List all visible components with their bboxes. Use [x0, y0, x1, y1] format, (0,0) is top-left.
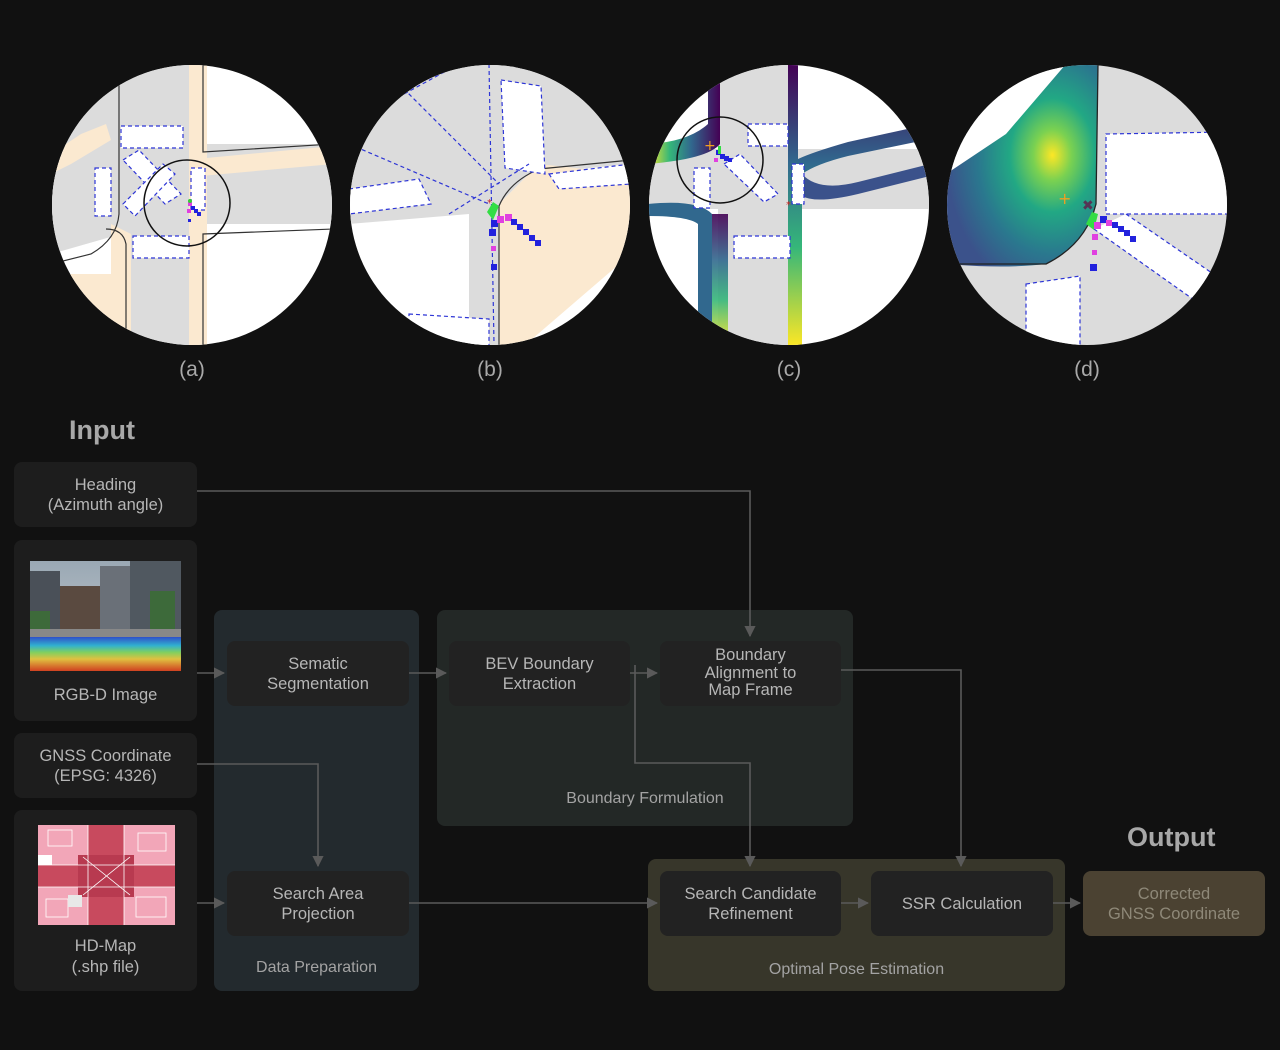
arrow-alignment-to-ssr — [841, 669, 967, 868]
svg-text:+: + — [1058, 189, 1071, 208]
semantic-segmentation-label: Sematic Segmentation — [267, 654, 369, 693]
svg-text:*: * — [786, 200, 791, 211]
boundary-formulation-label: Boundary Formulation — [566, 790, 724, 807]
input-title: Input — [69, 415, 135, 445]
hdmap-input-label: HD-Map (.shp file) — [71, 937, 140, 976]
ssr-calculation-box: SSR Calculation — [871, 871, 1053, 936]
hdmap-thumbnail — [38, 825, 175, 925]
output-title: Output — [1127, 822, 1216, 852]
boundary-alignment-box: Boundary Alignment to Map Frame — [660, 641, 841, 706]
corrected-gnss-output-box: Corrected GNSS Coordinate — [1083, 871, 1265, 936]
map-view-a — [52, 65, 332, 345]
panel-label-a: (a) — [179, 358, 205, 381]
map-panel-a — [51, 64, 333, 346]
map-view-b: * — [350, 65, 630, 345]
corrected-gnss-output-label: Corrected GNSS Coordinate — [1107, 884, 1241, 923]
data-preparation-label: Data Preparation — [256, 959, 377, 976]
optimal-pose-estimation-label: Optimal Pose Estimation — [768, 961, 945, 978]
search-area-projection-box: Search Area Projection — [227, 871, 409, 936]
panel-label-c: (c) — [776, 358, 802, 381]
rgbd-input-box: RGB-D Image — [14, 540, 197, 721]
arrow-gnss-to-search-area — [197, 763, 324, 868]
panel-label-d: (d) — [1074, 358, 1100, 381]
semantic-segmentation-box: Sematic Segmentation — [227, 641, 409, 706]
rgbd-thumbnail — [30, 561, 181, 671]
map-view-d: + ✖ — [947, 65, 1227, 345]
map-panel-c: + * — [648, 64, 930, 346]
arrow-bev-to-refinement — [634, 665, 756, 868]
map-panel-b: * — [349, 64, 631, 346]
svg-text:*: * — [487, 198, 492, 209]
bev-boundary-extraction-box: BEV Boundary Extraction — [449, 641, 630, 706]
ssr-calculation-label: SSR Calculation — [901, 894, 1023, 913]
panel-label-b: (b) — [477, 358, 503, 381]
search-candidate-refinement-box: Search Candidate Refinement — [660, 871, 841, 936]
heading-input-label: Heading (Azimuth angle) — [47, 475, 164, 514]
svg-text:✖: ✖ — [1082, 198, 1094, 214]
search-candidate-refinement-label: Search Candidate Refinement — [684, 884, 817, 923]
hdmap-input-box: HD-Map (.shp file) — [14, 810, 197, 991]
bev-boundary-extraction-label: BEV Boundary Extraction — [485, 654, 594, 693]
gnss-input-label: GNSS Coordinate (EPSG: 4326) — [39, 746, 172, 785]
map-view-c: + * — [649, 65, 929, 345]
arrow-heading-to-alignment — [197, 490, 756, 638]
boundary-alignment-label: Boundary Alignment to Map Frame — [704, 646, 797, 700]
svg-text:+: + — [704, 138, 716, 154]
search-area-projection-label: Search Area Projection — [272, 884, 364, 923]
rgbd-input-label: RGB-D Image — [53, 686, 158, 704]
heading-input-box: Heading (Azimuth angle) — [14, 462, 197, 527]
gnss-input-box: GNSS Coordinate (EPSG: 4326) — [14, 733, 197, 798]
map-panel-d: + ✖ — [946, 64, 1228, 346]
